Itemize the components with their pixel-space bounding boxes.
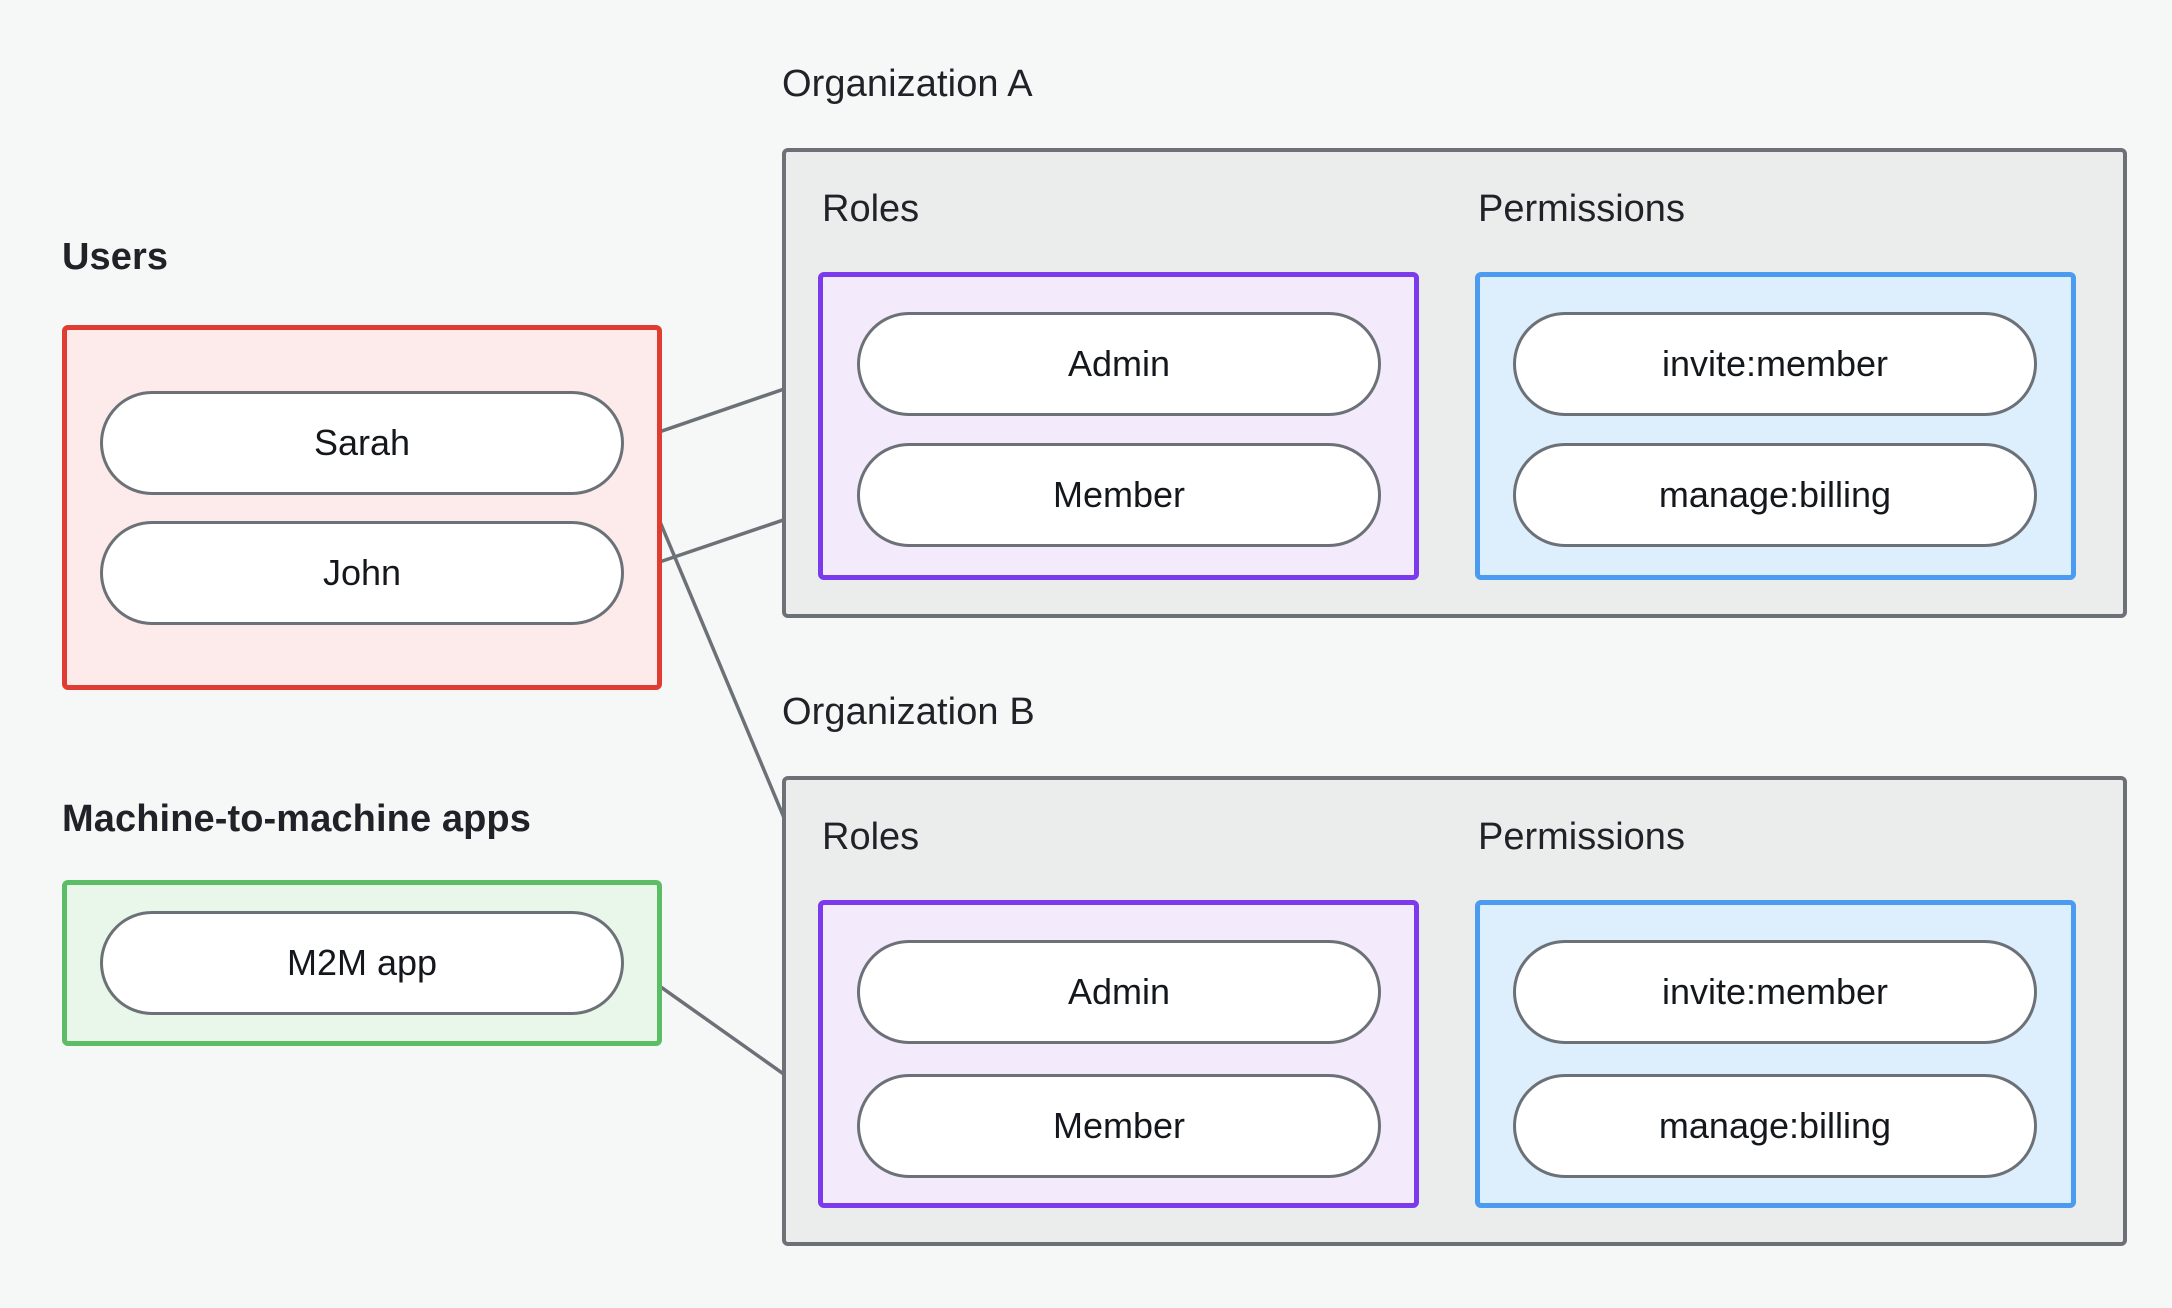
org-a-roles-heading: Roles bbox=[822, 188, 920, 230]
m2m-pill-app[interactable]: M2M app bbox=[100, 911, 624, 1015]
user-pill-john[interactable]: John bbox=[100, 521, 624, 625]
org-b-permission-pill-manage-billing[interactable]: manage:billing bbox=[1513, 1074, 2037, 1178]
org-a-role-pill-admin[interactable]: Admin bbox=[857, 312, 1381, 416]
org-a-permission-pill-invite-member[interactable]: invite:member bbox=[1513, 312, 2037, 416]
org-b-role-pill-admin[interactable]: Admin bbox=[857, 940, 1381, 1044]
user-pill-sarah[interactable]: Sarah bbox=[100, 391, 624, 495]
org-b-title: Organization B bbox=[782, 691, 1035, 733]
org-a-permissions-heading: Permissions bbox=[1478, 188, 1685, 230]
org-a-permission-pill-manage-billing[interactable]: manage:billing bbox=[1513, 443, 2037, 547]
users-container bbox=[62, 325, 662, 690]
users-group-label: Users bbox=[62, 236, 169, 278]
org-b-roles-heading: Roles bbox=[822, 816, 920, 858]
org-b-permissions-heading: Permissions bbox=[1478, 816, 1685, 858]
org-b-role-pill-member[interactable]: Member bbox=[857, 1074, 1381, 1178]
org-a-role-pill-member[interactable]: Member bbox=[857, 443, 1381, 547]
m2m-group-label: Machine-to-machine apps bbox=[62, 798, 531, 840]
org-a-title: Organization A bbox=[782, 63, 1033, 105]
org-b-permission-pill-invite-member[interactable]: invite:member bbox=[1513, 940, 2037, 1044]
